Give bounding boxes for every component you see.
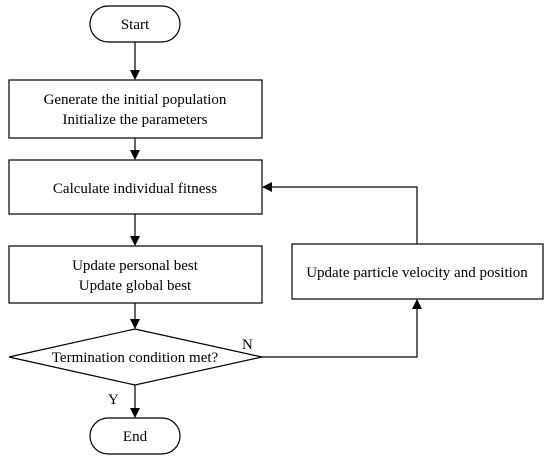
fitness-node-label: Calculate individual fitness (53, 181, 217, 197)
edge-label-no: N (242, 337, 253, 353)
end-node: End (89, 417, 181, 455)
arrow-decision-no-to-update-particle (262, 299, 422, 358)
update-best-line-1: Update personal best (72, 258, 199, 274)
arrow-update-particle-to-fitness (262, 182, 418, 244)
termination-decision-label: Termination condition met? (52, 350, 219, 366)
init-node: Generate the initial population Initiali… (8, 79, 263, 139)
update-particle-label: Update particle velocity and position (306, 265, 528, 281)
start-node-label: Start (121, 17, 150, 33)
init-node-line-2: Initialize the parameters (63, 112, 208, 128)
update-best-line-2: Update global best (79, 278, 192, 294)
start-node: Start (89, 5, 181, 43)
update-best-node: Update personal best Update global best (8, 245, 263, 304)
init-node-line-1: Generate the initial population (44, 92, 227, 108)
update-particle-node: Update particle velocity and position (291, 243, 544, 300)
end-node-label: End (123, 429, 148, 445)
edge-label-yes: Y (108, 392, 119, 408)
termination-decision-node: Termination condition met? (8, 328, 263, 386)
fitness-node: Calculate individual fitness (8, 159, 263, 215)
